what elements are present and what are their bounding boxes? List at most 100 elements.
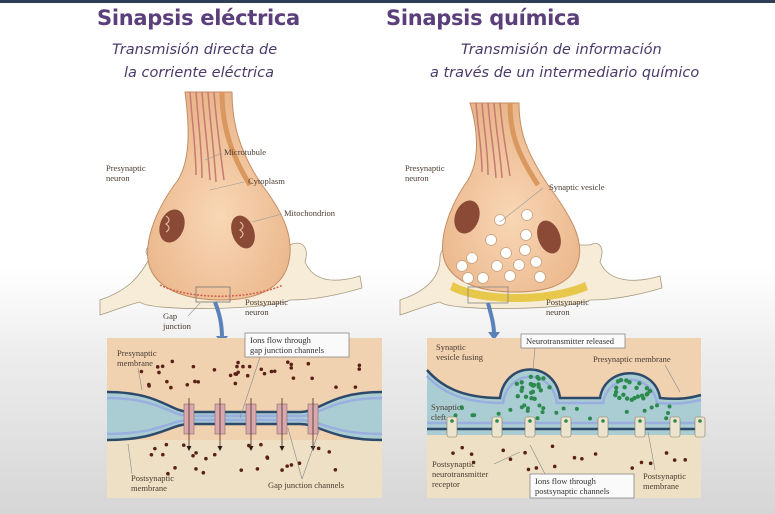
synaptic-vesicle	[485, 234, 497, 246]
ion	[593, 452, 598, 456]
bound-neurotransmitter	[698, 419, 702, 423]
ion	[165, 379, 169, 384]
label-presynaptic-neuron-right: Presynaptic	[405, 163, 445, 173]
ion	[285, 360, 290, 364]
neurotransmitter	[472, 413, 477, 418]
ion	[166, 471, 170, 476]
neurotransmitter	[540, 410, 545, 415]
neurotransmitter	[664, 416, 669, 421]
neurotransmitter	[614, 385, 619, 390]
neurotransmitter	[536, 376, 541, 381]
ion	[357, 363, 362, 368]
label-mitochondrion: Mitochondrion	[284, 208, 336, 218]
neurotransmitter	[639, 393, 645, 398]
neurotransmitter	[642, 408, 647, 413]
neurotransmitter	[634, 385, 639, 391]
label-synaptic-vesicle: Synaptic vesicle	[549, 182, 605, 192]
ion	[534, 466, 539, 470]
neurotransmitter	[519, 405, 524, 410]
label-presynaptic-membrane: Presynaptic	[117, 348, 157, 358]
mitochondrion-right	[231, 215, 255, 249]
ion	[648, 461, 653, 466]
synaptic-vesicle	[500, 247, 512, 259]
neurotransmitter	[530, 383, 536, 388]
neurotransmitter	[649, 405, 654, 410]
neurotransmitter	[637, 381, 642, 386]
microtubules	[189, 91, 225, 183]
ion	[233, 372, 237, 376]
neurotransmitter	[666, 410, 671, 415]
ion	[269, 369, 274, 374]
receptor	[524, 416, 536, 438]
ion	[469, 452, 474, 456]
neurotransmitter	[496, 411, 501, 416]
ion	[306, 361, 311, 366]
label-postsynaptic-membrane: Postsynaptic	[131, 473, 174, 483]
ion	[191, 364, 196, 369]
ion	[236, 360, 240, 365]
ion	[327, 450, 332, 454]
neurotransmitter	[536, 382, 541, 387]
neurotransmitter	[621, 392, 626, 397]
label-ions-flow-postsynaptic-2: postsynaptic channels	[535, 486, 609, 496]
subtitle-electrical-line2: la corriente eléctrica	[124, 65, 275, 81]
label-ions-flow-gap-2: gap junction channels	[250, 345, 324, 355]
ion	[241, 364, 245, 369]
mitochondrion-left	[159, 209, 185, 243]
neurotransmitter	[537, 403, 542, 408]
label-receptor: Postsynaptic	[432, 459, 475, 469]
ion	[460, 445, 465, 450]
synaptic-vesicle	[477, 272, 489, 284]
neurotransmitter	[655, 403, 660, 408]
ion	[164, 442, 169, 447]
label-presynaptic-neuron: Presynaptic	[106, 163, 146, 173]
ion	[245, 373, 250, 378]
gap-junction-box	[195, 286, 231, 303]
neurotransmitter	[541, 406, 546, 411]
ion	[161, 452, 165, 457]
ion	[173, 465, 177, 470]
ion	[334, 385, 338, 389]
neurotransmitter	[547, 385, 552, 390]
label-postsynaptic-membrane-right-2: membrane	[643, 481, 679, 491]
ion	[139, 369, 144, 374]
label-postsynaptic-neuron-right: Postsynaptic	[546, 297, 589, 307]
neurotransmitter	[538, 388, 544, 393]
subtitle-chemical-line1: Transmisión de información	[461, 42, 662, 58]
ion	[204, 456, 208, 461]
neurotransmitter	[453, 413, 458, 418]
ion	[233, 381, 238, 386]
ion	[552, 464, 557, 469]
ion	[289, 362, 294, 367]
ion	[155, 365, 160, 369]
neurotransmitter	[541, 376, 546, 381]
chemical-synapse-overview: Presynaptic neuron Synaptic vesicle Post…	[399, 102, 663, 340]
ion	[247, 443, 251, 448]
neurotransmitter	[530, 389, 536, 395]
neurotransmitter	[519, 388, 524, 393]
ion	[259, 442, 263, 447]
ion	[316, 446, 321, 451]
neurotransmitter	[508, 407, 513, 412]
ion	[160, 364, 165, 369]
neurotransmitters	[453, 374, 672, 421]
receptor	[669, 416, 681, 438]
title-chemical-synapse: Sinapsis química	[386, 6, 581, 30]
ion	[501, 448, 506, 453]
ion	[664, 451, 669, 455]
neurotransmitter	[667, 404, 672, 409]
ion-flow-arrowhead	[279, 446, 285, 451]
neurotransmitter	[624, 378, 629, 383]
ion	[235, 364, 239, 369]
synaptic-vesicle	[534, 271, 546, 283]
synaptic-vesicle	[513, 259, 525, 271]
electrical-synapse-overview: Presynaptic neuron Microtubule Cytoplasm…	[99, 91, 363, 344]
label-receptor-3: receptor	[432, 479, 460, 489]
ion	[630, 466, 635, 470]
receptor	[560, 416, 572, 438]
ion	[572, 455, 577, 460]
bound-neurotransmitter	[495, 419, 499, 423]
ion	[259, 367, 264, 372]
label-gap-junction: Gap	[163, 311, 177, 321]
ion-flow-arrowhead	[248, 446, 254, 451]
